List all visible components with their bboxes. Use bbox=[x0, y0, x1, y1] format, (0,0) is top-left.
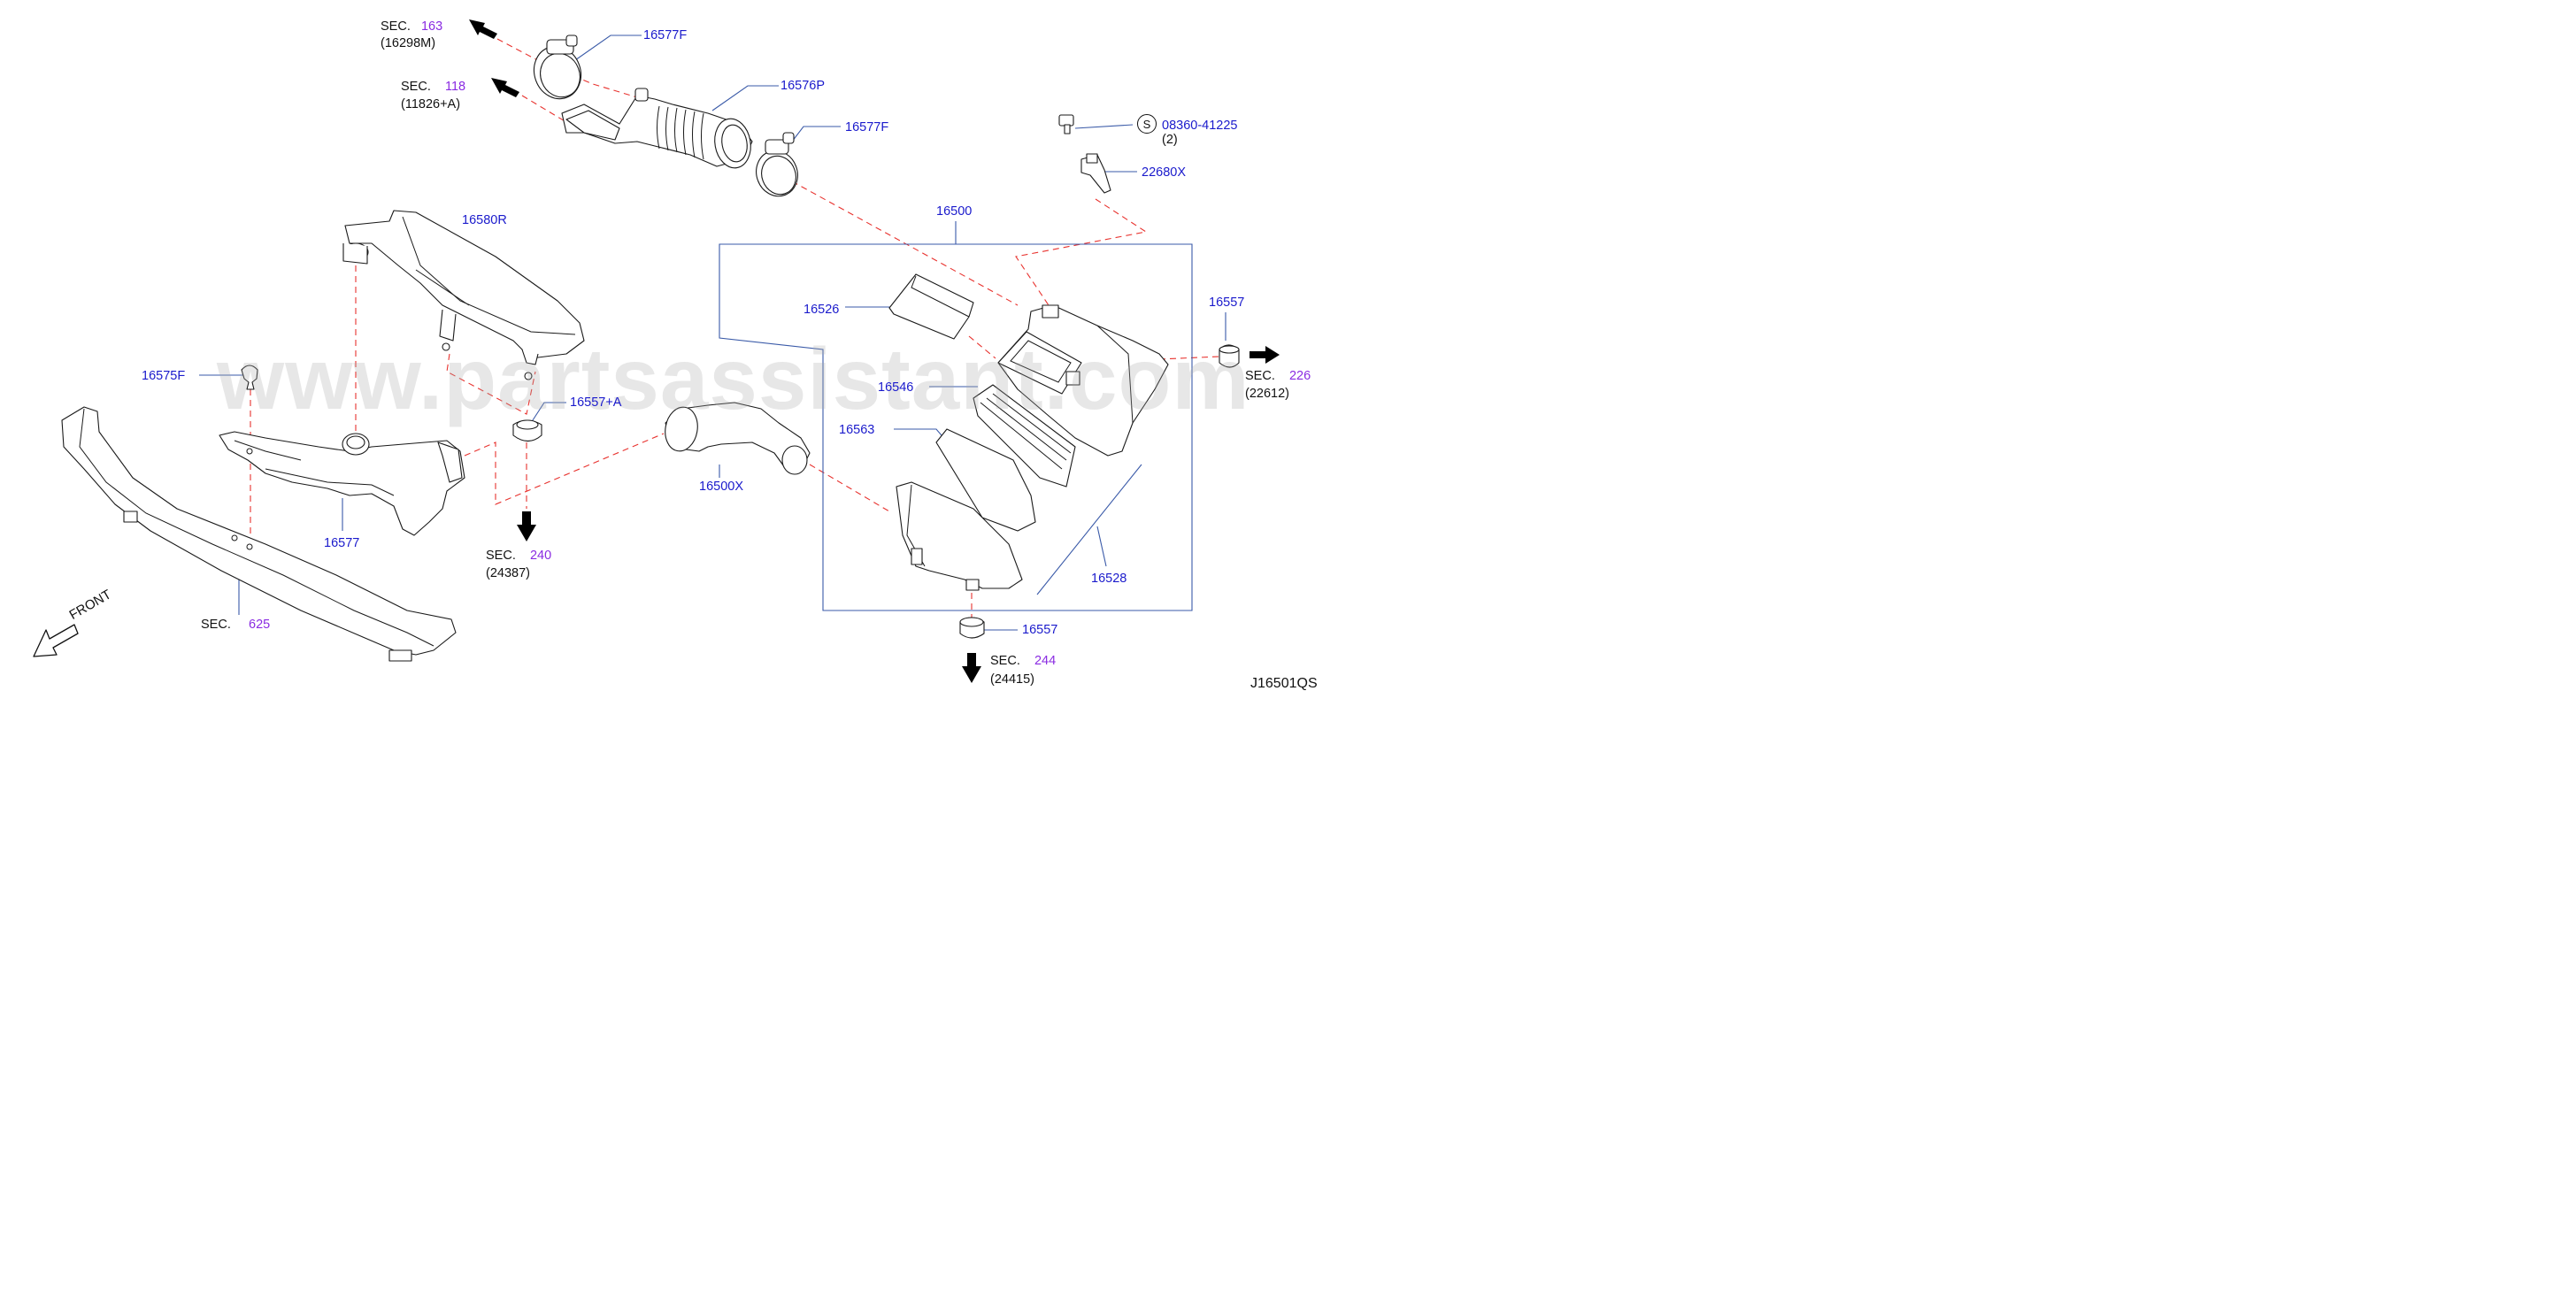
label-16557-right[interactable]: 16557 bbox=[1209, 296, 1245, 310]
front-direction-arrow bbox=[33, 624, 79, 657]
air-filter-element bbox=[973, 384, 1076, 488]
label-16526[interactable]: 16526 bbox=[804, 303, 840, 317]
leader-lines bbox=[199, 35, 1226, 631]
arrow-sec-244 bbox=[962, 653, 981, 683]
front-bumper-reinforcement bbox=[61, 406, 457, 662]
label-08360-41225[interactable]: 08360-41225 bbox=[1162, 119, 1238, 133]
label-16577F-top[interactable]: 16577F bbox=[643, 28, 688, 42]
s-symbol-icon: S bbox=[1137, 114, 1157, 134]
label-bolt-qty: (2) bbox=[1162, 133, 1178, 147]
hose-clamp-top bbox=[533, 35, 582, 100]
sec-625[interactable]: SEC. 625 bbox=[201, 618, 271, 632]
bolt-08360 bbox=[1058, 114, 1074, 134]
air-cleaner-upper-case bbox=[997, 304, 1169, 457]
hose-clamp-middle bbox=[756, 132, 798, 197]
diagram-drawing: .part { fill:#ffffff; stroke:#1a1a1a; st… bbox=[33, 19, 1280, 683]
diagram-code: J16501QS bbox=[1250, 676, 1318, 691]
label-16576P[interactable]: 16576P bbox=[780, 79, 825, 93]
sec-240[interactable]: SEC. 240 bbox=[486, 549, 552, 563]
label-16546[interactable]: 16546 bbox=[878, 380, 914, 395]
label-16575F[interactable]: 16575F bbox=[142, 369, 186, 383]
watermark: www.partsassistant.com bbox=[217, 330, 1250, 427]
mass-air-flow-sensor bbox=[1080, 153, 1111, 194]
arrow-sec-240 bbox=[517, 511, 536, 541]
air-cleaner-lower-case bbox=[896, 428, 1036, 591]
sec-240-sub: (24387) bbox=[486, 566, 530, 580]
label-16528[interactable]: 16528 bbox=[1091, 572, 1127, 586]
arrow-sec-118 bbox=[491, 78, 519, 97]
label-16557-bottom[interactable]: 16557 bbox=[1022, 623, 1058, 637]
grommet-16557-bottom bbox=[959, 617, 985, 639]
label-22680X[interactable]: 22680X bbox=[1142, 165, 1186, 180]
arrow-sec-226 bbox=[1250, 346, 1280, 364]
air-duct-hose bbox=[561, 88, 753, 169]
secondary-filter bbox=[888, 273, 974, 340]
arrow-sec-163 bbox=[469, 19, 497, 39]
sec-118[interactable]: SEC. 118 bbox=[401, 80, 466, 94]
sec-163[interactable]: SEC. 163 bbox=[381, 19, 443, 34]
intake-duct bbox=[665, 402, 811, 475]
grommet-16557-right bbox=[1219, 344, 1240, 368]
sec-244[interactable]: SEC. 244 bbox=[990, 654, 1057, 668]
label-16580R[interactable]: 16580R bbox=[462, 213, 507, 227]
assembly-dash-lines bbox=[250, 38, 1220, 618]
label-16500[interactable]: 16500 bbox=[936, 204, 973, 219]
label-16577F-mid[interactable]: 16577F bbox=[845, 120, 889, 134]
sec-163-sub: (16298M) bbox=[381, 36, 436, 50]
air-inlet-duct bbox=[219, 431, 465, 536]
sec-118-sub: (11826+A) bbox=[401, 97, 461, 111]
label-16557A[interactable]: 16557+A bbox=[570, 395, 622, 410]
parts-diagram: .part { fill:#ffffff; stroke:#1a1a1a; st… bbox=[0, 0, 1388, 708]
resonator bbox=[342, 210, 585, 380]
label-16500X[interactable]: 16500X bbox=[699, 480, 743, 494]
clip-16575F bbox=[241, 365, 258, 390]
sec-244-sub: (24415) bbox=[990, 672, 1034, 687]
label-16563[interactable]: 16563 bbox=[839, 423, 875, 437]
sec-226-sub: (22612) bbox=[1245, 387, 1289, 401]
label-16577[interactable]: 16577 bbox=[324, 536, 360, 550]
sec-226[interactable]: SEC. 226 bbox=[1245, 369, 1311, 383]
grommet-16557A bbox=[512, 419, 542, 442]
